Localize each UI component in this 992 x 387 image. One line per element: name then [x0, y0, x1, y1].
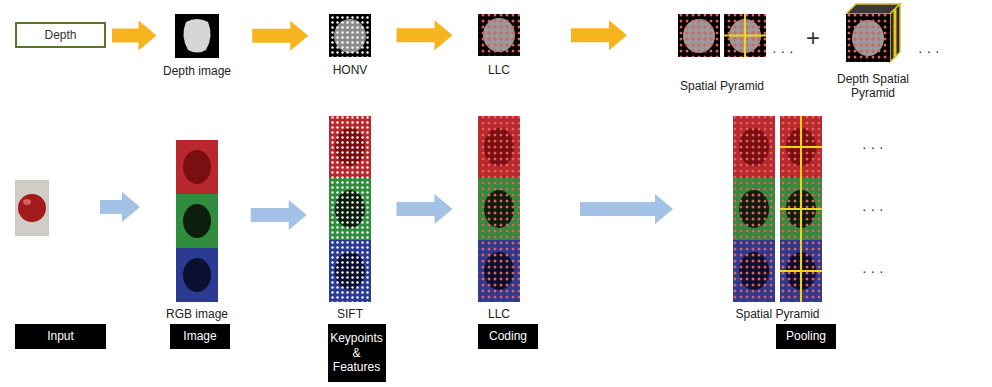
code-grid	[780, 116, 822, 302]
stage-tag: Coding	[478, 324, 538, 349]
image-panel: LLC	[478, 14, 520, 77]
photo-ground	[15, 180, 49, 236]
ellipsis: · · ·	[862, 202, 884, 216]
caption: Depth image	[163, 64, 231, 78]
honv-image	[329, 14, 371, 57]
image-area	[478, 14, 520, 56]
flow-arrow	[580, 194, 673, 224]
caption: RGB image	[166, 307, 228, 321]
input-arrow	[100, 192, 140, 222]
apple	[18, 194, 46, 222]
code-grid	[846, 14, 890, 62]
depth-image	[175, 14, 219, 58]
source-box: Depth	[15, 22, 106, 48]
caption: Spatial Pyramid	[680, 79, 764, 93]
flow-arrow	[112, 21, 157, 51]
plus-sign: +	[806, 26, 820, 50]
apple-green	[183, 204, 211, 238]
flow-arrow	[397, 20, 453, 50]
image-area	[678, 14, 766, 57]
ellipsis: · · ·	[862, 264, 884, 278]
rgb-image	[176, 140, 218, 302]
cube-side	[890, 4, 900, 62]
image-panel: RGB image	[166, 140, 229, 321]
image-area	[478, 116, 520, 302]
cube-front	[846, 14, 890, 62]
ellipsis: · · ·	[862, 140, 884, 154]
green-channel	[176, 194, 218, 248]
cube-stripe	[894, 9, 897, 57]
depth-blob	[183, 19, 210, 53]
keypoint-grid	[329, 14, 371, 57]
pyramid-ground	[678, 14, 720, 57]
llc-rgb-image	[478, 116, 520, 302]
image-area	[329, 14, 371, 57]
flow-arrow	[571, 20, 627, 50]
stage-tag: Pooling	[776, 324, 836, 349]
pyramid-split	[780, 208, 822, 210]
image-panel: Depth image	[163, 14, 232, 78]
honv-ground	[329, 14, 371, 57]
code-grid	[733, 116, 775, 302]
caption: LLC	[488, 63, 510, 77]
stage-label: Input	[47, 329, 74, 343]
image-area	[175, 14, 219, 58]
ellipsis: · · ·	[918, 44, 940, 58]
image-panel: Spatial Pyramid	[733, 116, 822, 321]
apple-shine	[23, 199, 31, 205]
apple-red	[183, 150, 211, 184]
image-area	[846, 4, 900, 66]
caption: Depth Spatial Pyramid	[831, 72, 915, 101]
flow-arrow	[251, 200, 307, 230]
apple-blue	[183, 258, 211, 292]
flow-arrow	[252, 21, 308, 51]
stage-label: Pooling	[786, 329, 826, 343]
caption: Spatial Pyramid	[735, 307, 819, 321]
stage-tag: Image	[170, 324, 230, 349]
pyramid-split	[780, 146, 822, 148]
flow-arrow	[397, 194, 453, 224]
image-panel: SIFT	[329, 116, 371, 321]
code-grid	[478, 116, 520, 302]
stage-label: Coding	[489, 329, 527, 343]
image-panel: Depth Spatial Pyramid	[831, 4, 915, 101]
caption: LLC	[488, 307, 510, 321]
keypoint-grid	[329, 116, 371, 302]
llc-depth-image	[478, 14, 520, 56]
depth-ground	[175, 14, 219, 58]
image-area	[329, 116, 371, 302]
ellipsis: · · ·	[772, 44, 794, 58]
pyramid-split	[724, 35, 766, 37]
stage-tag: Keypoints & Features	[328, 324, 386, 382]
code-grid	[478, 14, 520, 56]
blue-channel	[176, 248, 218, 302]
pyramid-ground	[724, 14, 766, 57]
input-photo	[15, 180, 49, 236]
image-panel: LLC	[478, 116, 520, 321]
image-area	[176, 140, 218, 302]
depth-pyramid-cube	[846, 4, 900, 62]
spatial-pyramid-rgb	[733, 116, 822, 302]
stage-label: Depth	[44, 28, 76, 42]
llc-ground	[478, 14, 520, 56]
image-panel: Spatial Pyramid	[678, 14, 766, 93]
stage-label: Keypoints & Features	[330, 331, 383, 374]
red-channel	[176, 140, 218, 194]
stage-tag: Input	[15, 324, 106, 349]
stage-label: Image	[183, 329, 216, 343]
code-grid	[724, 14, 766, 57]
spatial-pyramid-depth	[678, 14, 766, 57]
code-grid	[678, 14, 720, 57]
image-area	[733, 116, 822, 302]
image-panel: HONV	[329, 14, 371, 77]
caption: HONV	[333, 63, 368, 77]
caption: SIFT	[337, 307, 363, 321]
pyramid-split	[780, 270, 822, 272]
sift-image	[329, 116, 371, 302]
